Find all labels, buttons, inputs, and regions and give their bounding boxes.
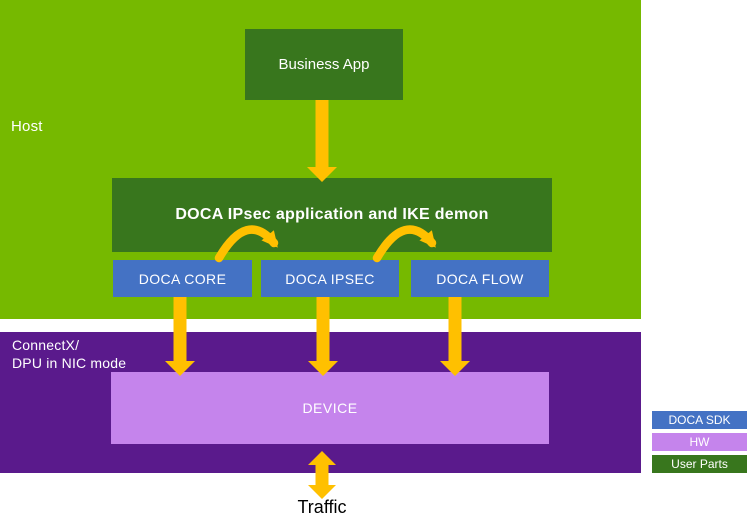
doca-flow-box: DOCA FLOW (411, 260, 549, 297)
nic-region-label: ConnectX/ DPU in NIC mode (12, 336, 126, 372)
doca-core-box: DOCA CORE (113, 260, 252, 297)
nic-label-line1: ConnectX/ (12, 337, 80, 353)
legend-item-doca-sdk: DOCA SDK (652, 411, 747, 429)
doca-ipsec-application-box: DOCA IPsec application and IKE demon (112, 178, 552, 252)
doca-ipsec-box: DOCA IPSEC (261, 260, 399, 297)
nic-label-line2: DPU in NIC mode (12, 355, 127, 371)
legend: DOCA SDK HW User Parts (652, 411, 747, 477)
host-region-label: Host (11, 118, 43, 135)
business-app-box: Business App (245, 29, 403, 100)
legend-item-user-parts: User Parts (652, 455, 747, 473)
legend-item-hw: HW (652, 433, 747, 451)
traffic-label: Traffic (297, 497, 347, 517)
device-box: DEVICE (111, 372, 549, 444)
